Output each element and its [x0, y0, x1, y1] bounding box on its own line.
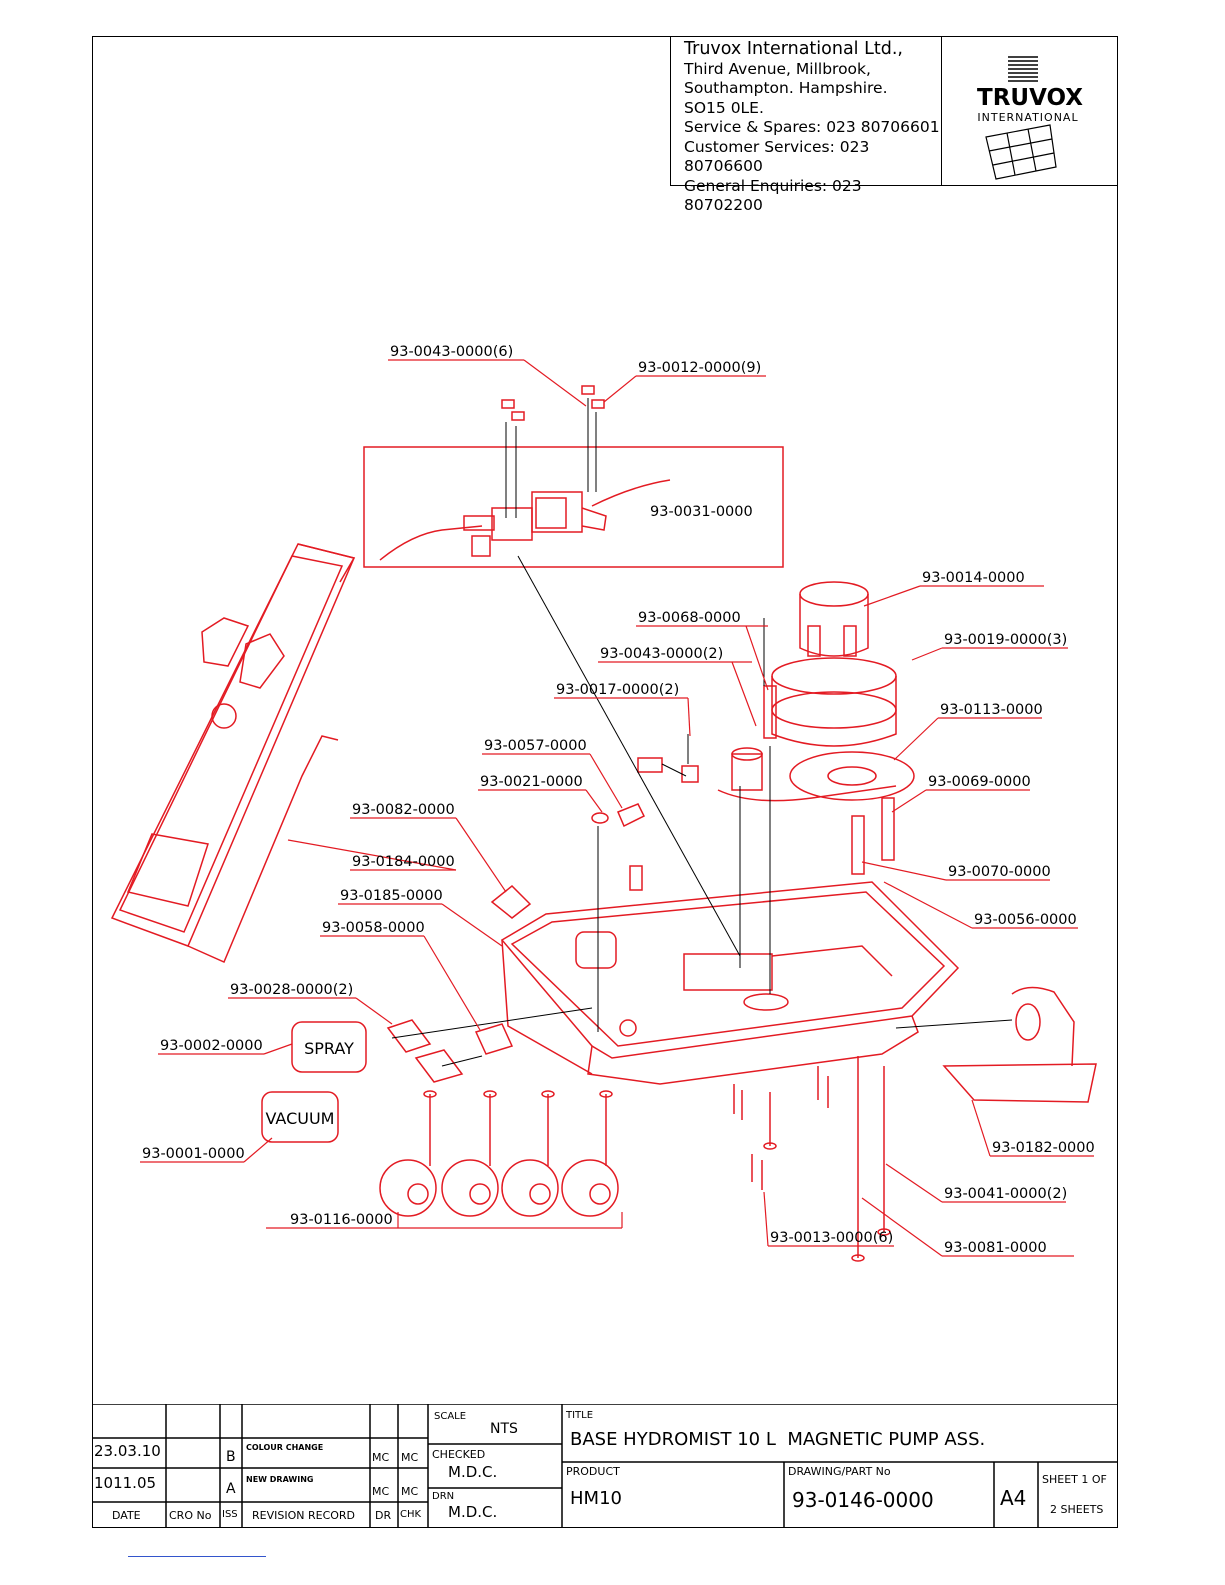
sheet-value: 2 SHEETS [1050, 1503, 1104, 1516]
part-number-value: 93-0146-0000 [792, 1488, 934, 1512]
address-line: Third Avenue, Millbrook, [684, 59, 871, 78]
drawing-title: BASE HYDROMIST 10 L MAGNETIC PUMP ASS. [570, 1429, 986, 1450]
title-block: 23.03.10 B COLOUR CHANGE MC MC 1011.05 A… [92, 1404, 1118, 1528]
logo-subtitle: INTERNATIONAL [977, 111, 1078, 124]
callout-label: 93-0185-0000 [340, 888, 443, 904]
vacuum-tag-text: VACUUM [266, 1109, 335, 1128]
revision-checked-by: MC [401, 1451, 419, 1464]
scale-value: NTS [490, 1421, 518, 1437]
scale-label: SCALE [434, 1411, 467, 1422]
callout-label: 93-0182-0000 [992, 1140, 1095, 1156]
spray-tag [291, 1021, 367, 1073]
callout-label: 93-0021-0000 [480, 774, 583, 790]
logo-word: TRUVOX [977, 85, 1083, 111]
spray-tag-text: SPRAY [304, 1039, 354, 1058]
callout-label: 93-0056-0000 [974, 912, 1077, 928]
company-address-block: Truvox International Ltd., Third Avenue,… [670, 36, 942, 214]
callout-label: 93-0082-0000 [352, 802, 455, 818]
callout-label: 93-0002-0000 [160, 1038, 263, 1054]
checked-value: M.D.C. [448, 1463, 498, 1481]
callout-label: 93-0057-0000 [484, 738, 587, 754]
exploded-parts-diagram: SPRAY VACUUM [92, 186, 1118, 1404]
company-name: Truvox International Ltd., [684, 39, 903, 59]
spray-fitting [386, 1019, 432, 1053]
sheet-label: SHEET 1 OF [1042, 1473, 1107, 1486]
header-chk: CHK [400, 1509, 422, 1520]
callout-label: 93-0070-0000 [948, 864, 1051, 880]
callout-label: 93-0058-0000 [322, 920, 425, 936]
address-line: SO15 0LE. [684, 98, 764, 117]
phone-line: General Enquiries: 023 80702200 [684, 176, 862, 215]
callout-label: 93-0043-0000(6) [390, 344, 513, 360]
callout-label: 93-0013-0000(6) [770, 1230, 893, 1246]
cover-cutout [201, 617, 250, 667]
bracket [942, 1063, 1097, 1103]
revision-issue: A [226, 1481, 236, 1497]
callout-label: 93-0184-0000 [352, 854, 455, 870]
checked-label: CHECKED [432, 1448, 486, 1461]
callout-label: 93-0014-0000 [922, 570, 1025, 586]
callout-label: 93-0017-0000(2) [556, 682, 679, 698]
page-link-line [128, 1556, 266, 1557]
header-cro: CRO No [169, 1509, 212, 1522]
solenoid-body [491, 507, 533, 541]
callout-label: 93-0028-0000(2) [230, 982, 353, 998]
callout-label: 93-0041-0000(2) [944, 1186, 1067, 1202]
callout-label: 93-0069-0000 [928, 774, 1031, 790]
revision-checked-by: MC [401, 1485, 419, 1498]
vacuum-tag [261, 1091, 339, 1143]
callout-label: 93-0019-0000(3) [944, 632, 1067, 648]
pump-housing [789, 751, 915, 801]
part-number-label: DRAWING/PART No [788, 1465, 891, 1478]
product-value: HM10 [570, 1488, 622, 1509]
revision-drawn-by: MC [372, 1485, 390, 1498]
header-iss: ISS [222, 1509, 238, 1520]
drawing-frame [92, 36, 1118, 1528]
paper-size: A4 [1000, 1486, 1027, 1510]
motor-top [799, 581, 869, 607]
revision-date: 23.03.10 [94, 1442, 161, 1460]
callout-label: 93-0012-0000(9) [638, 360, 761, 376]
revision-record: NEW DRAWING [246, 1475, 314, 1484]
phone-line: Customer Services: 023 80706600 [684, 137, 870, 176]
drn-value: M.D.C. [448, 1503, 498, 1521]
address-line: Southampton. Hampshire. [684, 79, 888, 97]
revision-drawn-by: MC [372, 1451, 390, 1464]
revision-record: COLOUR CHANGE [246, 1443, 324, 1452]
callout-label: 93-0001-0000 [142, 1146, 245, 1162]
phone-line: Service & Spares: 023 80706601 [684, 118, 940, 136]
callout-label: 93-0068-0000 [638, 610, 741, 626]
cable [379, 525, 483, 561]
revision-date: 1011.05 [94, 1474, 157, 1492]
title-label: TITLE [566, 1410, 594, 1421]
callout-label: 93-0113-0000 [940, 702, 1043, 718]
logo-grid-icon [985, 124, 1057, 180]
header-record: REVISION RECORD [252, 1509, 356, 1522]
callout-label: 93-0043-0000(2) [600, 646, 723, 662]
header-dr: DR [375, 1509, 392, 1522]
truvox-logo: TRUVOX INTERNATIONAL [942, 36, 1118, 186]
callout-label: 93-0081-0000 [944, 1240, 1047, 1256]
base-tray [500, 881, 960, 1059]
callout-label: 93-0031-0000 [650, 504, 753, 520]
caster-wheels [379, 1090, 619, 1217]
pump-valve-box [363, 446, 784, 568]
callout-label: 93-0116-0000 [290, 1212, 393, 1228]
drn-label: DRN [432, 1491, 455, 1502]
header-date: DATE [112, 1509, 141, 1522]
revision-issue: B [226, 1449, 236, 1465]
product-label: PRODUCT [566, 1465, 620, 1478]
